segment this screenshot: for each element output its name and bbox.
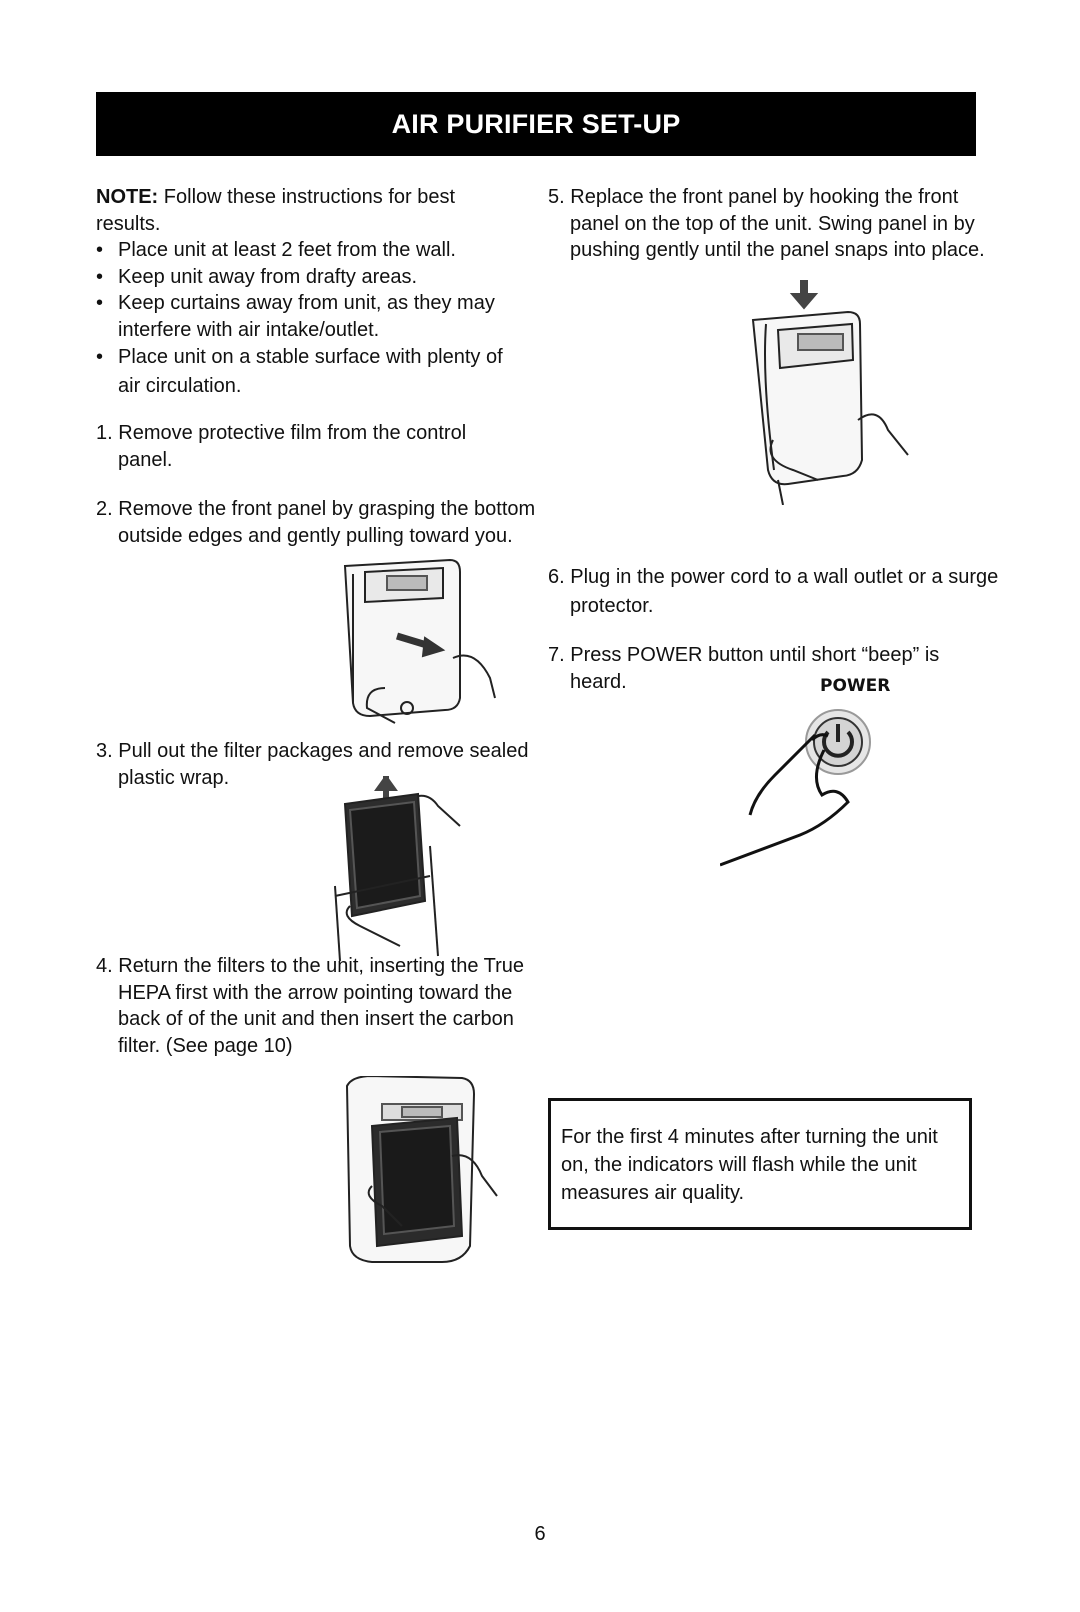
callout-text: For the first 4 minutes after turning th… [561,1126,938,1204]
step-5: 5. Replace the front panel by hooking th… [548,184,1000,264]
page-title: AIR PURIFIER SET-UP [96,92,976,156]
note-paragraph: NOTE: Follow these instructions for best… [96,184,456,237]
step-number: 3. [96,740,113,762]
step-text: Remove the front panel by grasping the b… [118,498,536,547]
replace-front-panel-illustration [748,280,918,505]
insert-filters-illustration [332,1076,502,1266]
bullet-item: Keep curtains away from unit, as they ma… [96,290,508,343]
step-4: 4. Return the filters to the unit, inser… [96,953,548,1059]
step-number: 7. [548,644,565,666]
page-number: 6 [534,1523,546,1545]
step-number: 1. [96,422,113,444]
bullet-item: Place unit at least 2 feet from the wall… [96,237,526,264]
step-text: Press POWER button until short “beep” is… [570,644,940,693]
step-1: 1. Remove protective film from the contr… [96,420,468,473]
step-number: 2. [96,498,113,520]
step-number: 6. [548,566,565,588]
step-number: 5. [548,186,565,208]
power-icon [822,730,854,758]
remove-front-panel-illustration [325,558,505,728]
placement-bullet-list: Place unit at least 2 feet from the wall… [96,237,526,401]
step-text: Remove protective film from the control … [118,422,467,471]
step-number: 4. [96,955,113,977]
step-text: Return the filters to the unit, insertin… [118,955,525,1057]
step-6: 6. Plug in the power cord to a wall outl… [548,563,1000,621]
bullet-item: Keep unit away from drafty areas. [96,264,526,291]
step-7: 7. Press POWER button until short “beep”… [548,642,990,695]
step-3: 3. Pull out the filter packages and remo… [96,738,538,791]
step-text: Plug in the power cord to a wall outlet … [570,566,999,617]
pull-filter-illustration [330,776,490,966]
step-2: 2. Remove the front panel by grasping th… [96,496,538,549]
note-text: Follow these instructions for best resul… [96,186,456,235]
power-label: POWER [820,676,891,696]
info-callout-box: For the first 4 minutes after turning th… [548,1098,972,1230]
step-text: Pull out the filter packages and remove … [118,740,529,789]
bullet-item: Place unit on a stable surface with plen… [96,343,526,401]
step-text: Replace the front panel by hooking the f… [570,186,985,261]
note-label: NOTE: [96,186,159,208]
power-button-illustration [720,700,895,885]
page-title-text: AIR PURIFIER SET-UP [391,108,681,139]
